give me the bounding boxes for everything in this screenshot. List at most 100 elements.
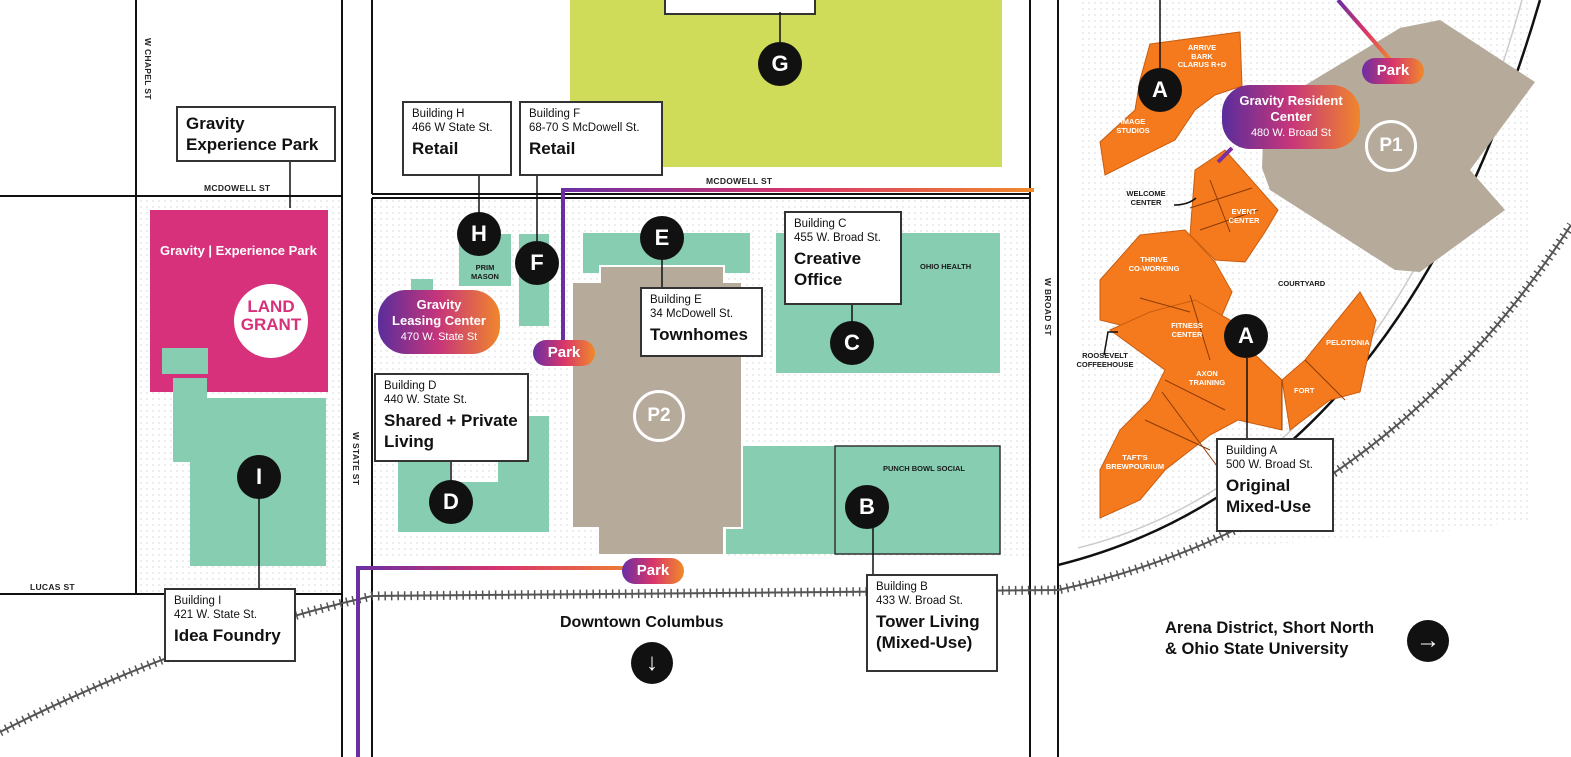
marker-a-top[interactable]: A: [1138, 68, 1182, 112]
tenant-arrive-3: CLARUS R+D: [1177, 60, 1227, 70]
green-small-1: [162, 348, 208, 374]
tenant-pelotonia: PELOTONIA: [1326, 338, 1370, 347]
building-h-use: Retail: [412, 138, 459, 158]
label-experience-park: Gravity Experience Park: [176, 106, 336, 162]
building-i-use: Idea Foundry: [174, 625, 281, 645]
building-d-name: Building D: [384, 380, 437, 392]
land-grant-line2: GRANT: [240, 314, 302, 334]
building-d-address: 440 W. State St.: [384, 393, 468, 406]
building-i-name: Building I: [174, 595, 222, 607]
street-broad: W BROAD ST: [1043, 278, 1053, 336]
tenant-tafts-2: BREWPOURIUM: [1105, 461, 1165, 471]
building-f-address: 68-70 S McDowell St.: [529, 121, 640, 134]
leader-lines: [258, 0, 1248, 588]
building-b-use-2: (Mixed-Use): [876, 632, 973, 652]
building-a-use-1: Original: [1226, 475, 1291, 495]
parking-p1-badge[interactable]: P1: [1365, 120, 1417, 172]
destination-downtown: Downtown Columbus: [560, 614, 724, 631]
building-i-address: 421 W. State St.: [174, 608, 258, 621]
walking-path: [356, 0, 1394, 757]
tenant-fitness-2: CENTER: [1171, 329, 1203, 339]
label-building-e: Building E 34 McDowell St. Townhomes: [640, 287, 763, 357]
building-c-use-1: Creative: [794, 248, 862, 268]
street-lucas: LUCAS ST: [30, 582, 75, 592]
street-mcdowell-center: MCDOWELL ST: [706, 176, 773, 186]
tenant-event-center: EVENT CENTER: [1224, 207, 1264, 225]
resident-center-line2: Center: [1270, 108, 1312, 124]
tenant-thrive: THRIVE CO-WORKING: [1122, 255, 1186, 273]
arrow-right-icon[interactable]: →: [1407, 620, 1449, 662]
tenant-roosevelt-1: ROOSEVELT: [1082, 351, 1128, 360]
tenant-arrive-2: BARK: [1191, 51, 1213, 61]
tenant-axon-2: TRAINING: [1188, 377, 1226, 387]
tenant-tafts: TAFT'S BREWPOURIUM: [1102, 453, 1168, 471]
experience-park-line1: Gravity: [186, 114, 245, 133]
destination-arena-line1: Arena District, Short North: [1165, 619, 1375, 637]
marker-f[interactable]: F: [515, 241, 559, 285]
tenant-roosevelt-2: COFFEEHOUSE: [1076, 359, 1134, 369]
label-building-c: Building C 455 W. Broad St. Creative Off…: [784, 211, 902, 305]
street-state: W STATE ST: [351, 432, 361, 486]
tenant-prim-mason-2: MASON: [471, 271, 499, 281]
resident-center-line1: Gravity Resident: [1239, 93, 1343, 108]
parking-p2-badge[interactable]: P2: [633, 390, 685, 442]
marker-e[interactable]: E: [640, 216, 684, 260]
experience-park-sign: Gravity | Experience Park: [160, 243, 317, 258]
leasing-center[interactable]: Gravity Leasing Center 470 W. State St: [378, 290, 500, 354]
leasing-center-line1: Gravity: [416, 297, 462, 312]
building-a-name: Building A: [1226, 445, 1278, 457]
tenant-thrive-1: THRIVE: [1140, 255, 1168, 264]
land-grant-logo: LAND GRANT: [234, 284, 308, 358]
building-d-use-1: Shared + Private: [384, 410, 518, 430]
experience-park-line2: Experience Park: [186, 135, 319, 155]
label-building-a: Building A 500 W. Broad St. Original Mix…: [1216, 438, 1334, 532]
marker-a[interactable]: A: [1224, 314, 1268, 358]
park-pill-east[interactable]: Park: [1362, 58, 1424, 84]
marker-d[interactable]: D: [429, 480, 473, 524]
tenant-event-center-1: EVENT: [1231, 207, 1257, 216]
marker-b[interactable]: B: [845, 485, 889, 529]
marker-g[interactable]: G: [758, 42, 802, 86]
building-f-use: Retail: [529, 138, 576, 158]
building-a-use-2: Mixed-Use: [1226, 496, 1312, 516]
label-building-b: Building B 433 W. Broad St. Tower Living…: [866, 574, 998, 672]
marker-c[interactable]: C: [830, 321, 874, 365]
tenant-fort: FORT: [1294, 386, 1315, 395]
building-b-use-1: Tower Living: [876, 611, 980, 631]
land-grant-line1: LAND: [247, 297, 295, 316]
destination-arena: Arena District, Short North & Ohio State…: [1165, 618, 1374, 661]
marker-h[interactable]: H: [457, 212, 501, 256]
building-e-use: Townhomes: [650, 324, 748, 344]
park-pill-center[interactable]: Park: [533, 340, 595, 366]
punch-bowl-outline: [834, 445, 1001, 555]
building-c-name: Building C: [794, 218, 847, 230]
building-a-address: 500 W. Broad St.: [1226, 458, 1313, 471]
tenant-event-center-2: CENTER: [1228, 215, 1260, 225]
street-mcdowell-west: MCDOWELL ST: [204, 183, 271, 193]
tenant-fitness-1: FITNESS: [1171, 321, 1203, 330]
green-small-2: [173, 378, 207, 462]
tenant-welcome-center-1: WELCOME: [1126, 189, 1166, 198]
railroad: [0, 222, 1571, 737]
label-building-d: Building D 440 W. State St. Shared + Pri…: [374, 373, 529, 462]
tenant-fitness: FITNESS CENTER: [1162, 321, 1212, 339]
tenant-arrive: ARRIVE BARK CLARUS R+D: [1170, 43, 1234, 70]
label-building-f: Building F 68-70 S McDowell St. Retail: [519, 101, 663, 176]
tenant-welcome-center-2: CENTER: [1130, 197, 1162, 207]
building-f-name: Building F: [529, 108, 581, 120]
arrow-down-icon[interactable]: ↓: [631, 642, 673, 684]
marker-i[interactable]: I: [237, 455, 281, 499]
building-g-label-box: [664, 0, 816, 15]
tenant-axon-1: AXON: [1196, 369, 1218, 378]
tenant-ohio-health: OHIO HEALTH: [920, 262, 972, 271]
park-pill-south[interactable]: Park: [622, 558, 684, 584]
street-chapel: W CHAPEL ST: [143, 38, 153, 100]
tenant-thrive-2: CO-WORKING: [1128, 263, 1180, 273]
tenant-roosevelt: ROOSEVELT COFFEEHOUSE: [1066, 351, 1144, 369]
resident-center-address: 480 W. Broad St: [1250, 127, 1332, 140]
tenant-prim-mason: PRIM MASON: [462, 263, 508, 281]
building-b-address: 433 W. Broad St.: [876, 594, 963, 607]
destination-arena-line2: & Ohio State University: [1165, 640, 1349, 659]
resident-center[interactable]: Gravity Resident Center 480 W. Broad St: [1222, 85, 1360, 149]
building-h-name: Building H: [412, 108, 465, 120]
